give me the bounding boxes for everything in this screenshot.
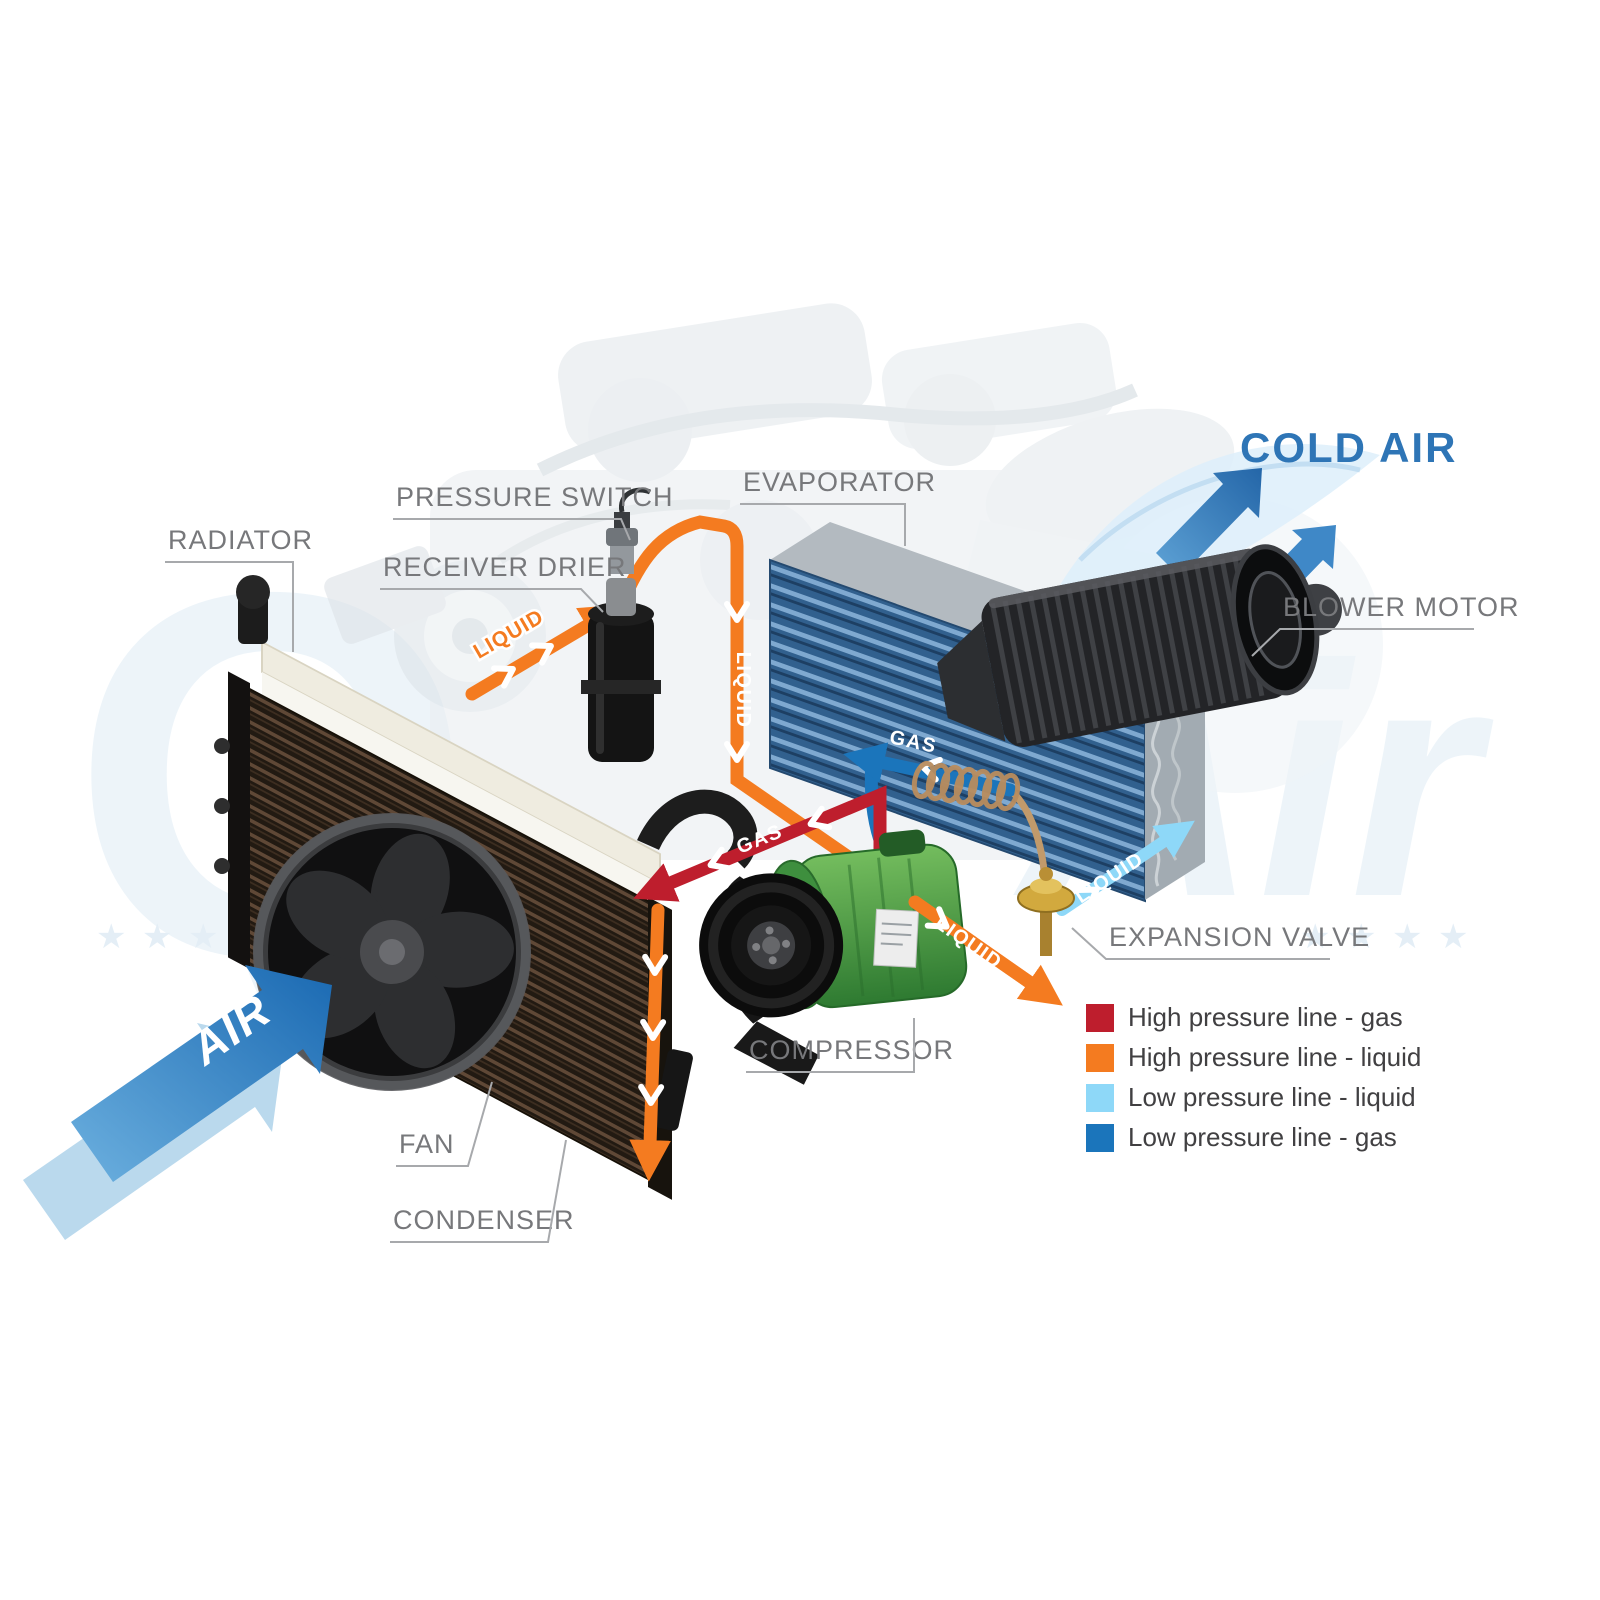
fan-blade	[374, 959, 456, 1069]
star-icon: ★	[142, 918, 172, 956]
label-radiator: RADIATOR	[168, 525, 313, 555]
pipe-high-pressure-gas	[633, 785, 887, 902]
legend-item: Low pressure line - gas	[1086, 1122, 1397, 1152]
label-compressor: COMPRESSOR	[749, 1035, 954, 1065]
legend-label: Low pressure line - liquid	[1128, 1082, 1416, 1112]
fan	[253, 813, 531, 1091]
label-pressure-switch: PRESSURE SWITCH	[396, 482, 674, 512]
legend-swatch-high-gas	[1086, 1004, 1114, 1032]
pipe-low-pressure-liquid	[1056, 820, 1195, 916]
cold-air-group: COLD AIR	[1060, 424, 1457, 622]
blower-motor	[937, 544, 1342, 747]
legend-swatch-low-gas	[1086, 1124, 1114, 1152]
star-icon: ★	[188, 918, 218, 956]
air-arrow-icon	[71, 965, 332, 1182]
legend: High pressure line - gas High pressure l…	[1086, 1002, 1421, 1152]
compressor-label-sticker	[873, 908, 920, 968]
fan-blade	[286, 870, 389, 960]
star-icon: ★	[96, 918, 126, 956]
fan-blade	[401, 911, 514, 988]
cold-air-label: COLD AIR	[1240, 424, 1457, 471]
expansion-valve	[1017, 867, 1075, 956]
suction-hose-coil	[911, 760, 1021, 812]
compressor	[699, 829, 968, 1085]
legend-label: High pressure line - liquid	[1128, 1042, 1421, 1072]
legend-item: High pressure line - liquid	[1086, 1042, 1421, 1072]
callout-labels: RADIATOR PRESSURE SWITCH RECEIVER DRIER …	[165, 467, 1520, 1243]
receiver-drier	[581, 578, 661, 762]
legend-swatch-high-liquid	[1086, 1044, 1114, 1072]
flow-label-liquid-vertical: LIQUID	[732, 652, 754, 729]
legend-swatch-low-liquid	[1086, 1084, 1114, 1112]
star-icon: ★	[1300, 918, 1330, 956]
legend-label: Low pressure line - gas	[1128, 1122, 1397, 1152]
label-fan: FAN	[399, 1129, 455, 1159]
legend-item: High pressure line - gas	[1086, 1002, 1403, 1032]
legend-label: High pressure line - gas	[1128, 1002, 1403, 1032]
radiator	[236, 575, 661, 910]
cold-air-arrow-icon	[1156, 468, 1262, 577]
label-receiver-drier: RECEIVER DRIER	[383, 552, 627, 582]
label-condenser: CONDENSER	[393, 1205, 575, 1235]
pipe-high-pressure-liquid	[465, 515, 1039, 1182]
fan-blade	[370, 833, 450, 944]
legend-item: Low pressure line - liquid	[1086, 1082, 1416, 1112]
label-blower-motor: BLOWER MOTOR	[1283, 592, 1520, 622]
star-icon: ★	[1438, 918, 1468, 956]
label-evaporator: EVAPORATOR	[743, 467, 936, 497]
star-icon: ★	[1346, 918, 1376, 956]
label-expansion-valve: EXPANSION VALVE	[1109, 922, 1370, 952]
compressor-pulley	[699, 873, 844, 1018]
star-icon: ★	[1392, 918, 1422, 956]
pressure-switch	[606, 487, 651, 574]
pipe-high-pressure-liquid-front	[908, 895, 1063, 1006]
